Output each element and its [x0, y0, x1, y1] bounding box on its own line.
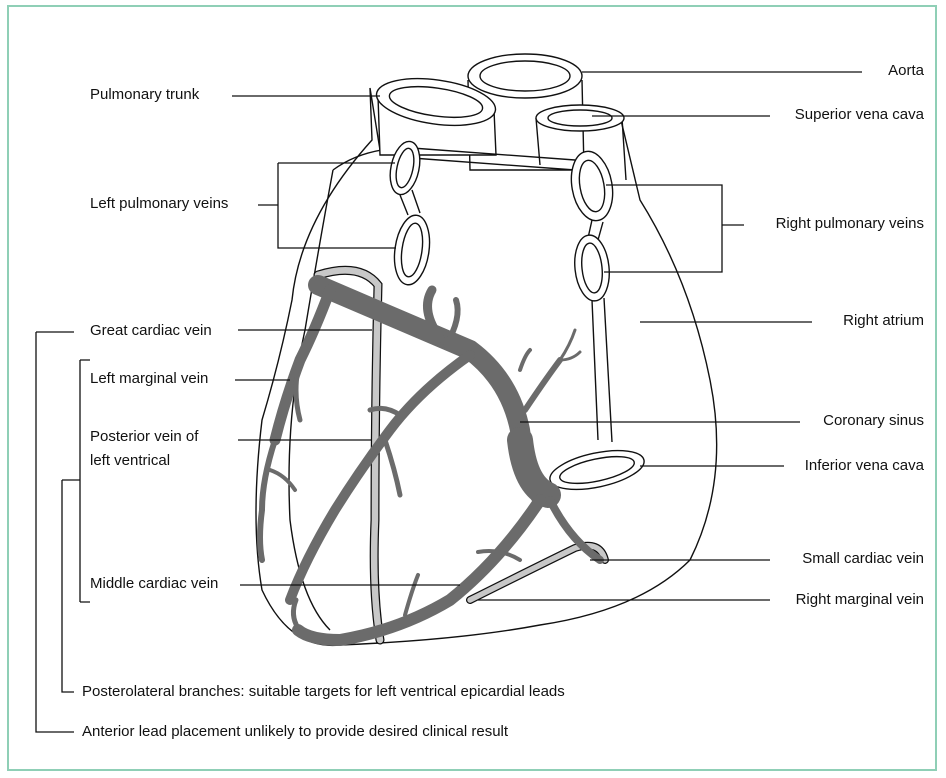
label-middle-cardiac-vein: Middle cardiac vein	[90, 575, 218, 593]
label-posterolateral-branches: Posterolateral branches: suitable target…	[82, 683, 565, 701]
label-posterior-vein-line2: left ventrical	[90, 452, 170, 470]
inferior-vena-cava-vessel	[547, 443, 648, 496]
label-posterior-vein-line1: Posterior vein of	[90, 428, 198, 446]
label-inferior-vena-cava: Inferior vena cava	[784, 457, 924, 475]
great-cardiac-vein-branch	[275, 290, 330, 440]
label-aorta: Aorta	[820, 62, 924, 80]
middle-cardiac-vein-branch	[298, 500, 540, 640]
label-right-atrium: Right atrium	[810, 312, 924, 330]
label-coronary-sinus: Coronary sinus	[800, 412, 924, 430]
label-great-cardiac-vein: Great cardiac vein	[90, 322, 212, 340]
label-left-marginal-vein: Left marginal vein	[90, 370, 208, 388]
label-superior-vena-cava: Superior vena cava	[760, 106, 924, 124]
label-small-cardiac-vein: Small cardiac vein	[770, 550, 924, 568]
leader-lines	[36, 72, 862, 732]
label-left-pulmonary-veins: Left pulmonary veins	[90, 195, 228, 213]
coronary-venous-tree	[260, 285, 600, 640]
label-anterior-lead-placement: Anterior lead placement unlikely to prov…	[82, 723, 508, 741]
label-pulmonary-trunk: Pulmonary trunk	[90, 86, 199, 104]
label-right-pulmonary-veins: Right pulmonary veins	[744, 215, 924, 233]
label-right-marginal-vein: Right marginal vein	[770, 591, 924, 609]
